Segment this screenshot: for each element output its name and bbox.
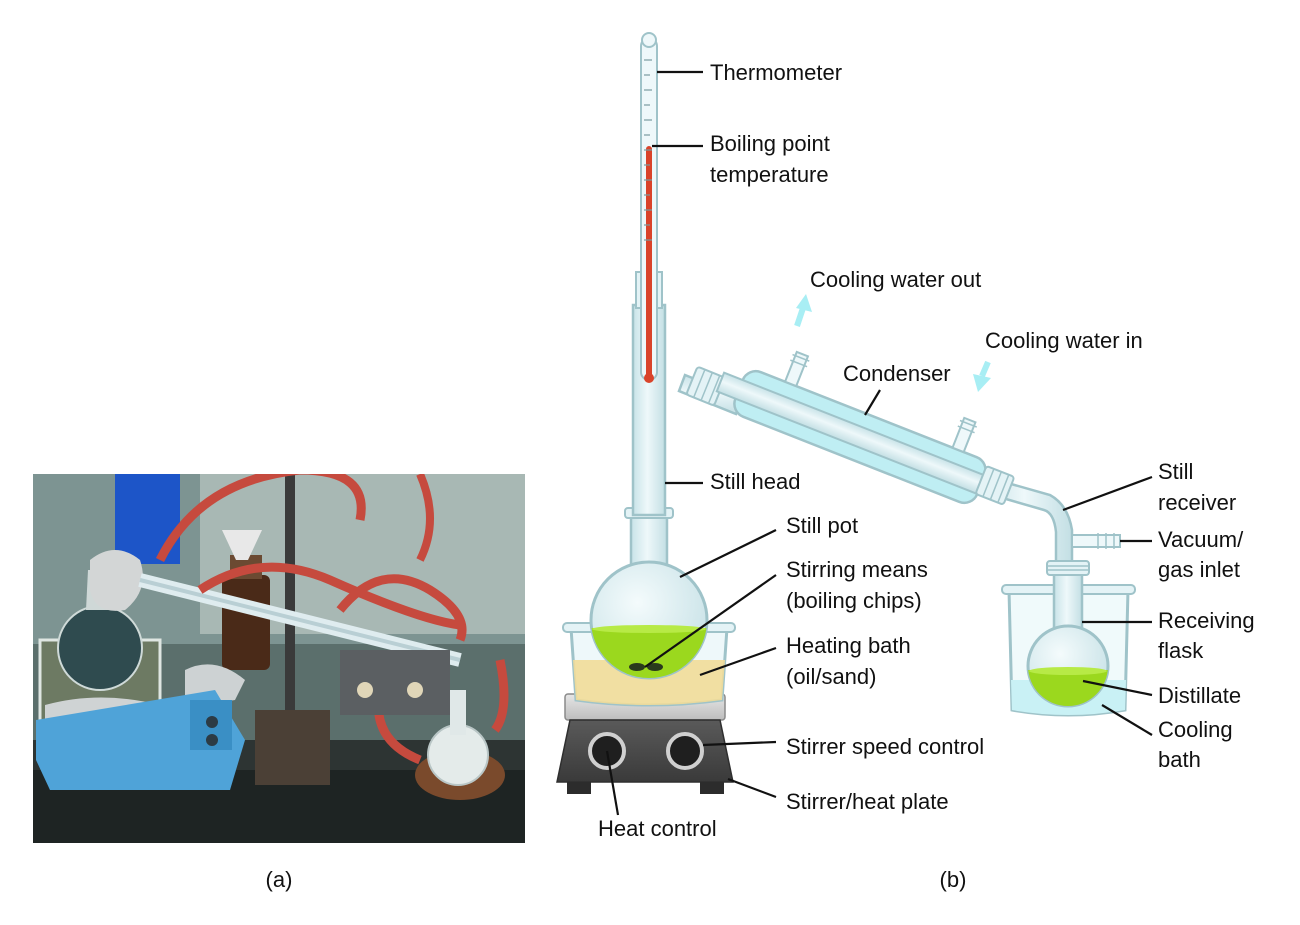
label-cooling-water-in: Cooling water in: [985, 328, 1143, 353]
label-stirrer-heat-plate: Stirrer/heat plate: [786, 789, 949, 814]
label-heating-bath-line2: (oil/sand): [786, 664, 876, 689]
diagram-labels: Thermometer Boiling point temperature Co…: [598, 60, 1255, 841]
still-receiver: [975, 465, 1121, 567]
label-stirring-means-line2: (boiling chips): [786, 588, 922, 613]
condenser: [715, 350, 1005, 505]
diagram-caption: (b): [940, 867, 967, 892]
brown-bottle: [222, 575, 270, 670]
label-receiving-flask-line1: Receiving: [1158, 608, 1255, 633]
photo-grey-hotplate: [340, 650, 450, 715]
water-flow-arrows: [794, 294, 991, 392]
hotplate-foot-right: [700, 782, 724, 794]
label-heating-bath-line1: Heating bath: [786, 633, 911, 658]
label-still-head: Still head: [710, 469, 801, 494]
hotplate-foot-left: [567, 782, 591, 794]
label-stirrer-speed-control: Stirrer speed control: [786, 734, 984, 759]
label-distillate: Distillate: [1158, 683, 1241, 708]
label-still-pot: Still pot: [786, 513, 858, 538]
mercury-column: [646, 146, 652, 380]
hotplate-body: [556, 719, 734, 783]
label-boiling-point-line1: Boiling point: [710, 131, 830, 156]
label-vacuum-inlet-line1: Vacuum/: [1158, 527, 1244, 552]
label-still-receiver-line1: Still: [1158, 459, 1193, 484]
thermometer: [640, 32, 658, 383]
cooling-water-out-arrow: [794, 294, 812, 327]
label-cooling-water-out: Cooling water out: [810, 267, 981, 292]
stirrer-speed-knob: [666, 732, 704, 770]
label-boiling-point-line2: temperature: [710, 162, 829, 187]
label-cooling-bath-line2: bath: [1158, 747, 1201, 772]
leader-lines: [605, 70, 1153, 816]
label-still-receiver-line2: receiver: [1158, 490, 1236, 515]
label-cooling-bath-line1: Cooling: [1158, 717, 1233, 742]
label-thermometer: Thermometer: [710, 60, 842, 85]
label-stirring-means-line1: Stirring means: [786, 557, 928, 582]
receiving-flask: [1026, 560, 1110, 708]
label-vacuum-inlet-line2: gas inlet: [1158, 557, 1240, 582]
boiling-chip: [629, 663, 645, 671]
lab-photograph: [33, 474, 525, 843]
boiling-chip: [647, 663, 663, 671]
photo-caption: (a): [266, 867, 293, 892]
label-heat-control: Heat control: [598, 816, 717, 841]
heating-oil: [573, 660, 725, 705]
label-condenser: Condenser: [843, 361, 951, 386]
photo-still-pot: [57, 605, 143, 691]
label-receiving-flask-line2: flask: [1158, 638, 1204, 663]
cooling-water-in-arrow: [973, 360, 991, 392]
